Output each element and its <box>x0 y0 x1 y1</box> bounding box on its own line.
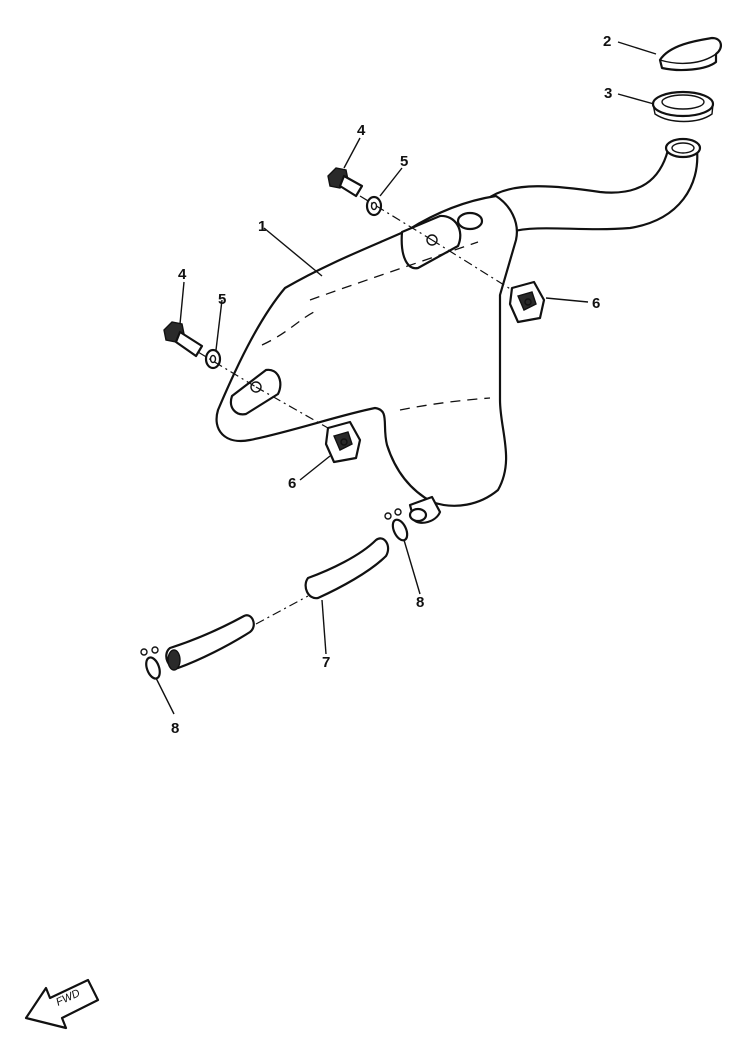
leader-lines <box>155 41 657 715</box>
reservoir-cap <box>658 36 722 72</box>
callout-6-right: 6 <box>592 295 600 312</box>
forward-direction-arrow: FWD <box>24 978 100 1030</box>
callout-5-upper: 5 <box>400 153 408 170</box>
bolt-left <box>163 321 204 358</box>
assembly-lines <box>197 195 513 625</box>
callout-7: 7 <box>322 654 330 671</box>
callout-3: 3 <box>604 85 612 102</box>
callout-8-left: 8 <box>171 720 179 737</box>
hose-clip-left <box>140 646 161 680</box>
washer-upper <box>365 195 383 217</box>
callout-4-upper: 4 <box>357 122 366 139</box>
overflow-hose <box>165 537 390 671</box>
cap-gasket <box>651 90 715 123</box>
callout-8-right: 8 <box>416 594 424 611</box>
washer-left <box>204 348 222 370</box>
grommet-lower <box>324 420 362 464</box>
hose-clip-right <box>384 508 409 542</box>
callout-2: 2 <box>603 33 611 50</box>
callout-4-left: 4 <box>178 266 187 283</box>
reservoir-tank <box>215 137 702 524</box>
fwd-arrow-icon <box>24 978 100 1030</box>
bolt-upper <box>327 167 364 198</box>
callout-5-left: 5 <box>218 291 226 308</box>
callout-numbers: 1 2 3 4 4 5 5 6 6 7 8 8 <box>171 33 612 737</box>
grommet-right <box>508 280 546 324</box>
callout-1: 1 <box>258 218 266 235</box>
callout-6-lower: 6 <box>288 475 296 492</box>
